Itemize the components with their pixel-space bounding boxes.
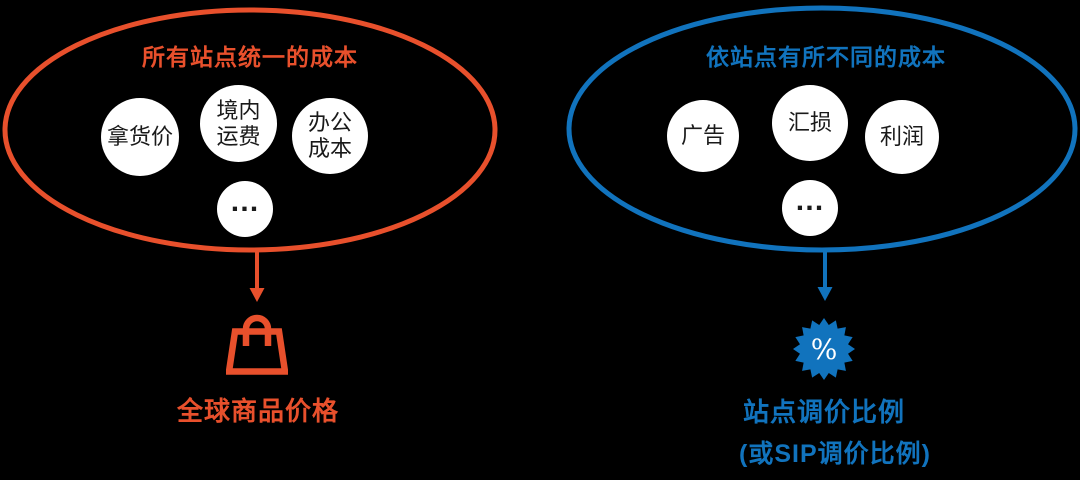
cost-circle-ellipsis-right: … [782,180,838,236]
cost-circle-ellipsis-left: … [217,181,273,237]
badge-burst-shape [793,318,855,380]
cost-circle-label: 汇损 [787,110,832,135]
cost-circle-label: 办公 [307,110,352,135]
ellipsis-label: … [794,184,826,217]
cost-circle-exchange-loss: 汇损 [772,85,848,161]
cost-circle-label: 境内 [216,97,261,123]
left-down-arrow-head [249,288,265,302]
cost-circle-profit: 利润 [865,100,939,174]
cost-circle-label: 广告 [680,123,725,148]
left-result-label: 全球商品价格 [176,396,339,426]
left-cost-ellipse [2,7,498,253]
cost-circle-office-cost: 办公 成本 [292,98,368,174]
cost-circle-advertising: 广告 [667,100,739,172]
cost-circle-label: 拿货价 [106,124,173,149]
cost-circle-domestic-shipping: 境内 运费 [200,85,277,162]
ellipsis-label: … [229,185,261,218]
right-group-title: 依站点有所不同的成本 [706,44,946,70]
right-cost-ellipse [566,5,1078,253]
right-result-label: 站点调价比例 [742,397,905,427]
percent-badge-icon: % [793,318,855,380]
cost-circle-purchase-price: 拿货价 [101,98,179,176]
left-group-title: 所有站点统一的成本 [142,44,358,70]
cost-circle-label: 运费 [216,123,261,149]
right-down-arrow-head [817,287,833,301]
cost-circle-label: 利润 [879,124,924,149]
cost-circle-label: 成本 [307,136,352,161]
percent-symbol: % [811,333,838,366]
shopping-bag-icon [226,314,288,375]
right-result-sublabel: (或SIP调价比例) [739,440,931,468]
